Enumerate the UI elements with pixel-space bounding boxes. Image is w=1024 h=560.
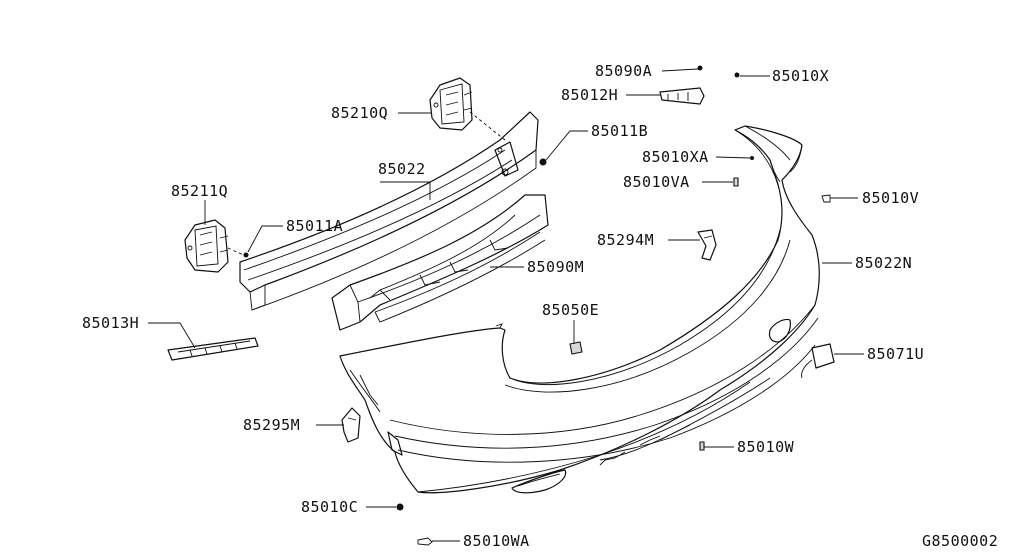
label-85295m: 85295M [243,416,300,434]
label-85022n: 85022N [855,254,912,272]
clip-85050e [569,341,583,355]
fastener-85010wa [417,537,433,546]
label-85010w: 85010W [737,438,795,456]
label-85011b: 85011B [591,122,648,140]
label-85090a: 85090A [595,62,652,80]
bracket-upper [429,77,506,141]
label-85211q: 85211Q [171,182,228,200]
side-bracket-lower [341,407,361,443]
label-85210q: 85210Q [331,104,388,122]
label-85090m: 85090M [527,258,584,276]
label-85071u: 85071U [867,345,924,363]
label-85012h: 85012H [561,86,618,104]
fastener-85010v [821,194,831,203]
label-85010va: 85010VA [623,173,690,191]
clip-strip [659,87,705,105]
part-labels: 85090A 85010X 85012H 85210Q 85011B 85010… [82,62,998,550]
label-85022: 85022 [378,160,426,178]
tow-hook-cover [801,343,835,379]
label-85013h: 85013H [82,314,139,332]
fastener-85011a [243,252,249,258]
energy-absorber [331,194,549,331]
label-85050e: 85050E [542,301,599,319]
fastener-85010xa [750,156,754,160]
label-85011a: 85011A [286,217,343,235]
fastener-85090a [697,65,703,71]
fastener-85011b [539,158,547,166]
fastener-85010va [733,177,739,187]
label-85010wa: 85010WA [463,532,530,550]
rear-bumper-fascia [339,125,820,494]
label-85010v: 85010V [862,189,919,207]
fastener-85010x [734,72,740,78]
diagram-id: G8500002 [922,532,998,550]
fastener-85010c [396,503,404,511]
label-85010x: 85010X [772,67,829,85]
side-bracket-upper [697,229,717,261]
fastener-85010w [699,441,705,451]
label-85010c: 85010C [301,498,358,516]
label-85010xa: 85010XA [642,148,709,166]
bumper-reinforcement [239,111,539,311]
leader-lines [148,68,864,542]
label-85294m: 85294M [597,231,654,249]
reflector-strip [167,337,259,361]
